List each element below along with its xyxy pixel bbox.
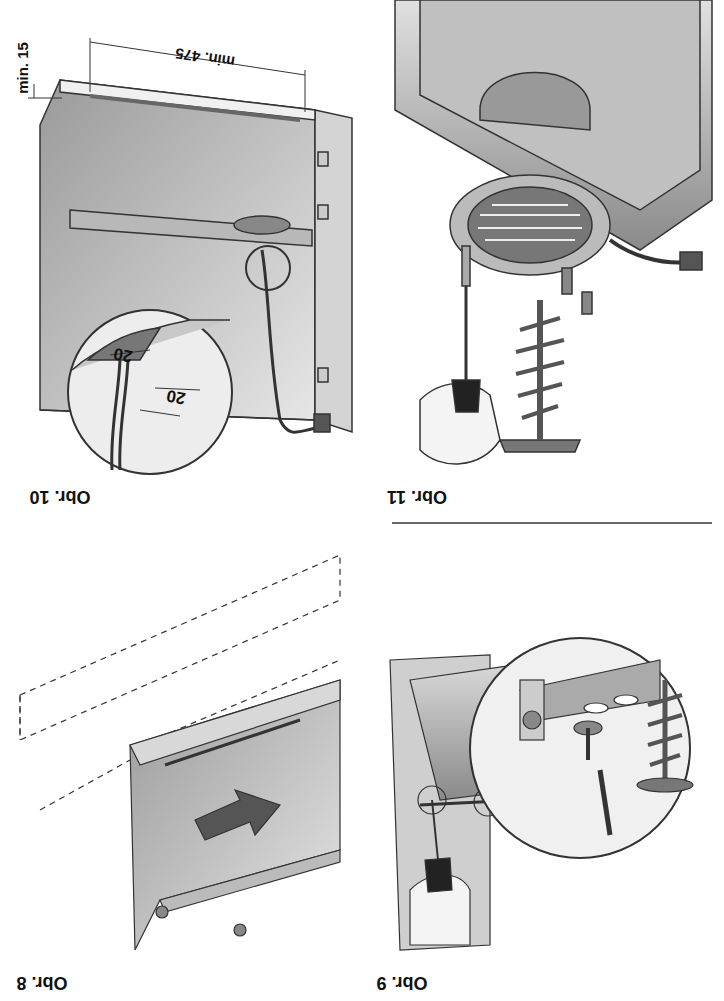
label-text: Obr. 9 [376,974,427,992]
label-text: 20 [112,345,134,365]
label-text: Obr. 11 [387,488,447,506]
label-text: Obr. 8 [16,974,67,992]
label-text: 20 [165,387,187,407]
label-text: Obr. 10 [29,488,90,506]
label-text: min. 15 [15,42,30,94]
label-text: min. 475 [174,46,236,70]
